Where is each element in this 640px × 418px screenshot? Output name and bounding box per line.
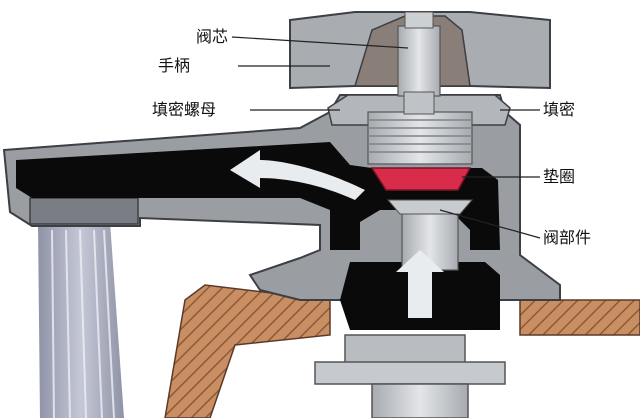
label-valve-core: 阀芯 (196, 28, 228, 46)
label-washer: 垫圈 (543, 168, 575, 186)
water-stream (38, 222, 124, 418)
label-packing: 填密 (543, 101, 575, 119)
mounting-nut (315, 335, 505, 418)
label-valve-seat-part: 阀部件 (543, 229, 591, 247)
washer (372, 168, 470, 190)
label-packing-nut: 填密螺母 (152, 101, 216, 119)
label-handle: 手柄 (158, 57, 190, 75)
handle (290, 12, 550, 114)
